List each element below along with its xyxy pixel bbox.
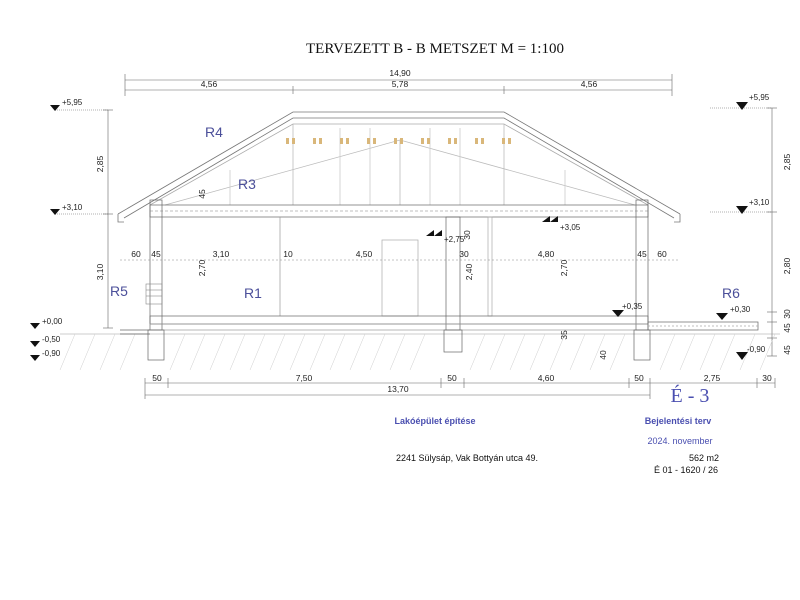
bottom-dimensions (144, 378, 776, 399)
dim-v240: 2,40 (464, 263, 474, 280)
level-m090-right: -0,90 (747, 345, 766, 354)
sheet-code: É - 3 (671, 384, 710, 407)
dim-b50a: 50 (152, 373, 162, 383)
level-595-right: +5,95 (749, 93, 770, 102)
floor-slab (120, 315, 759, 361)
dim-v35: 35 (559, 330, 569, 340)
site-address: 2241 Sülysáp, Vak Bottyán utca 49. (396, 453, 538, 463)
level-310-right: +3,10 (749, 198, 770, 207)
dim-b750: 7,50 (296, 373, 313, 383)
project-name: Lakóépület építése (394, 416, 475, 426)
dim-b50b: 50 (447, 373, 457, 383)
dim-v30mid: 30 (462, 230, 472, 240)
dim-v270b: 2,70 (559, 259, 569, 276)
room-label-r4: R4 (205, 124, 223, 140)
dim-top-right: 4,56 (581, 79, 598, 89)
level-595-left: +5,95 (62, 98, 83, 107)
dim-60b: 60 (657, 249, 667, 259)
dim-top-mid: 5,78 (392, 79, 409, 89)
dim-v270a: 2,70 (197, 259, 207, 276)
dim-45a: 45 (151, 249, 161, 259)
dim-450: 4,50 (356, 249, 373, 259)
dim-60a: 60 (131, 249, 141, 259)
plan-type: Bejelentési terv (645, 416, 712, 426)
dim-left-310: 3,10 (95, 263, 105, 280)
level-305: +3,05 (560, 223, 581, 232)
dim-45b: 45 (637, 249, 647, 259)
dim-right-285: 2,85 (782, 153, 792, 170)
level-310-left: +3,10 (62, 203, 83, 212)
dim-top-left: 4,56 (201, 79, 218, 89)
beam-markers (286, 138, 511, 144)
level-030: +0,30 (730, 305, 751, 314)
dim-b50c: 50 (634, 373, 644, 383)
level-m090-left: -0,90 (42, 349, 61, 358)
room-label-r1: R1 (244, 285, 262, 301)
dim-b275: 2,75 (704, 373, 721, 383)
plan-date: 2024. november (647, 436, 712, 446)
roof (117, 111, 681, 223)
dim-310: 3,10 (213, 249, 230, 259)
dim-left-285: 2,85 (95, 155, 105, 172)
dim-b1370: 13,70 (387, 384, 409, 394)
dim-right-45b: 45 (782, 345, 792, 355)
top-dimensions (124, 74, 673, 96)
drawing-title: TERVEZETT B - B METSZET M = 1:100 (306, 41, 564, 57)
left-vertical-dims (55, 109, 113, 329)
dim-30a: 30 (459, 249, 469, 259)
dim-10: 10 (283, 249, 293, 259)
dim-v40: 40 (598, 350, 608, 360)
dim-right-45a: 45 (782, 323, 792, 333)
dim-right-280: 2,80 (782, 257, 792, 274)
dim-b30: 30 (762, 373, 772, 383)
dim-b460: 4,60 (538, 373, 555, 383)
level-m050: -0,50 (42, 335, 61, 344)
room-label-r3: R3 (238, 176, 256, 192)
dim-right-30: 30 (782, 309, 792, 319)
level-markers (30, 102, 748, 361)
level-000: +0,00 (42, 317, 63, 326)
dim-v45roof: 45 (197, 189, 207, 199)
site-area: 562 m2 (689, 453, 719, 463)
external-left-detail (145, 283, 163, 305)
parcel-number: É 01 - 1620 / 26 (654, 465, 718, 475)
room-label-r5: R5 (110, 283, 128, 299)
dim-total-top: 14,90 (389, 68, 411, 78)
ground-hatch (59, 333, 780, 371)
room-label-r6: R6 (722, 285, 740, 301)
level-035: +0,35 (622, 302, 643, 311)
level-275: +2,75 (444, 235, 465, 244)
dim-480: 4,80 (538, 249, 555, 259)
